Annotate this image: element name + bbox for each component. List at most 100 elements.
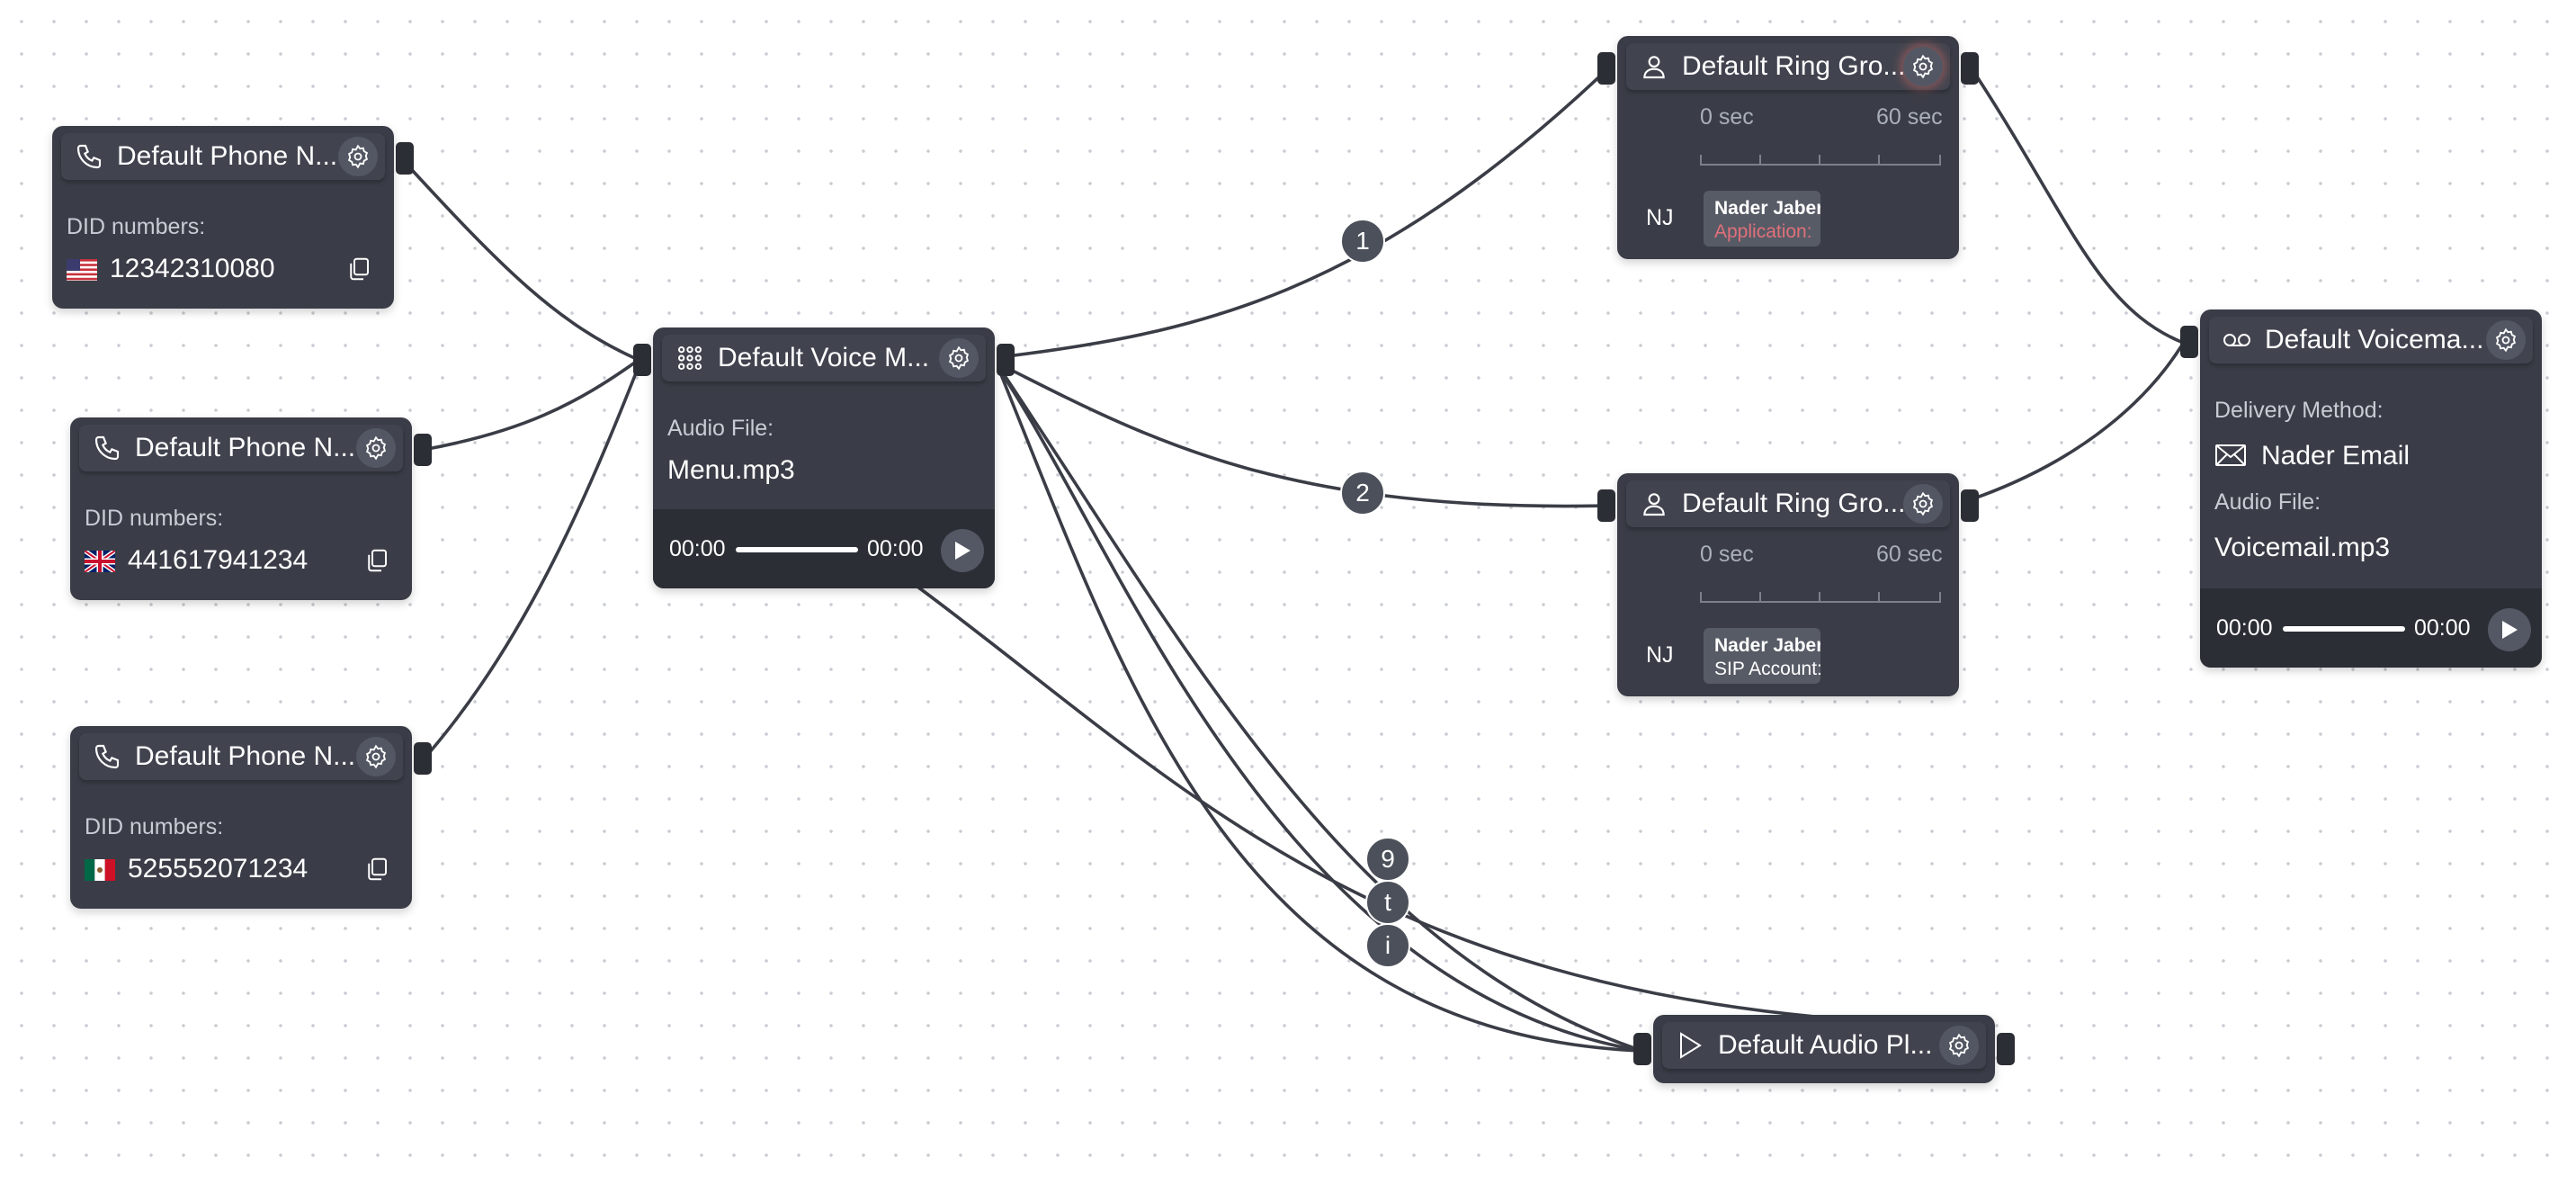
did-number: 441617941234	[128, 545, 309, 575]
audio-file-name: Voicemail.mp3	[2214, 533, 2391, 562]
node-header[interactable]: Default Audio Pl...	[1662, 1022, 1986, 1069]
audio-player: 00:00 00:00	[2200, 588, 2542, 668]
uk-flag-icon	[83, 548, 117, 575]
node-header[interactable]: Default Ring Gro...	[1626, 480, 1950, 527]
node-header[interactable]: Default Ring Gro...	[1626, 43, 1950, 90]
wire-menu-to-audio-9[interactable]	[998, 367, 1643, 1053]
node-title: Default Phone N...	[135, 433, 356, 462]
settings-gear-icon[interactable]	[338, 137, 378, 176]
input-port[interactable]	[633, 344, 651, 376]
node-header[interactable]: Default Phone N...	[79, 733, 403, 780]
timeline-tick	[1939, 592, 1941, 603]
phone-number-node-us[interactable]: Default Phone N... DID numbers: 12342310…	[52, 126, 414, 309]
input-port[interactable]	[1597, 52, 1615, 85]
copy-icon[interactable]	[363, 856, 390, 883]
edge-label-1[interactable]: 1	[1340, 219, 1385, 264]
timeline-axis	[1700, 601, 1941, 603]
node-header[interactable]: Default Voicema...	[2209, 317, 2533, 363]
phone-number-node-uk[interactable]: Default Phone N... DID numbers: 44161794…	[70, 417, 432, 600]
timeline-axis	[1700, 164, 1941, 166]
copy-icon[interactable]	[363, 547, 390, 574]
wire-menu-to-audio-i[interactable]	[998, 372, 1643, 1053]
node-title: Default Ring Gro...	[1682, 489, 1903, 518]
settings-gear-icon[interactable]	[356, 428, 396, 468]
timeline-tick	[1878, 155, 1880, 166]
edge-label-9[interactable]: 9	[1365, 837, 1410, 882]
settings-gear-icon[interactable]	[1903, 484, 1943, 524]
voicemail-node[interactable]: Default Voicema... Delivery Method: Nade…	[2180, 309, 2542, 668]
timeline-end-label: 60 sec	[1876, 542, 1943, 567]
timeline-start-label: 0 sec	[1700, 104, 1754, 130]
audio-file-label: Audio File:	[667, 416, 774, 441]
settings-gear-icon[interactable]	[939, 338, 979, 378]
output-port[interactable]	[414, 742, 432, 775]
play-outline-icon	[1675, 1030, 1705, 1061]
output-port[interactable]	[1997, 1033, 2015, 1065]
member-timeline-bar[interactable]: Nader Jaber SIP Account:	[1704, 628, 1820, 684]
output-port[interactable]	[997, 344, 1015, 376]
audio-player-node[interactable]: Default Audio Pl...	[1633, 1015, 2015, 1083]
node-title: Default Audio Pl...	[1718, 1030, 1933, 1060]
node-header[interactable]: Default Phone N...	[61, 133, 385, 180]
timeline-tick	[1939, 155, 1941, 166]
node-header[interactable]: Default Voice M...	[662, 335, 986, 381]
phone-number-node-mx[interactable]: Default Phone N... DID numbers: 52555207…	[70, 726, 432, 909]
voice-menu-node[interactable]: Default Voice M... Audio File: Menu.mp3 …	[633, 327, 1015, 588]
wire-ringgroup1-to-voicemail[interactable]	[1970, 67, 2182, 344]
phone-icon	[74, 141, 104, 172]
ring-group-node-2[interactable]: Default Ring Gro... 0 sec 60 sec NJ Nade…	[1597, 473, 1979, 696]
delivery-method-value: Nader Email	[2261, 441, 2411, 471]
wire-menu-to-audio-t[interactable]	[998, 370, 1643, 1053]
settings-gear-icon[interactable]	[2486, 320, 2526, 360]
wire-menu-to-ringgroup2[interactable]	[999, 363, 1609, 508]
member-endpoint: Application:	[1714, 221, 1812, 242]
node-title: Default Ring Gro...	[1682, 51, 1903, 81]
voicemail-icon	[2222, 325, 2252, 355]
timeline-end-label: 60 sec	[1876, 104, 1943, 130]
edge-label-2[interactable]: 2	[1340, 471, 1385, 516]
duration-time: 00:00	[2414, 615, 2471, 641]
did-label: DID numbers:	[67, 214, 206, 239]
seek-bar[interactable]	[736, 547, 858, 552]
timeline-tick	[1878, 592, 1880, 603]
mexico-flag-icon	[85, 859, 115, 881]
ring-group-node-1[interactable]: Default Ring Gro... 0 sec 60 sec NJ Nade…	[1597, 36, 1979, 259]
copy-icon[interactable]	[345, 256, 372, 283]
input-port[interactable]	[2180, 326, 2198, 358]
settings-gear-icon[interactable]	[1903, 47, 1943, 86]
settings-gear-icon[interactable]	[1939, 1026, 1979, 1065]
edge-label-t[interactable]: t	[1365, 880, 1410, 925]
member-initials: NJ	[1646, 205, 1674, 230]
output-port[interactable]	[396, 142, 414, 175]
settings-gear-icon[interactable]	[356, 737, 396, 776]
play-icon	[2502, 621, 2518, 639]
output-port[interactable]	[1961, 52, 1979, 85]
play-button[interactable]	[941, 529, 984, 572]
wire-menu-to-ringgroup1[interactable]	[999, 67, 1610, 359]
did-label: DID numbers:	[85, 506, 224, 531]
output-port[interactable]	[414, 434, 432, 466]
member-name: Nader Jaber	[1714, 635, 1820, 656]
node-header[interactable]: Default Phone N...	[79, 425, 403, 471]
member-timeline-bar[interactable]: Nader Jaber Application:	[1704, 191, 1820, 247]
input-port[interactable]	[1633, 1033, 1651, 1065]
wire-ringgroup2-to-voicemail[interactable]	[1971, 345, 2183, 501]
node-title: Default Voice M...	[718, 343, 930, 372]
seek-bar[interactable]	[2283, 626, 2405, 632]
current-time: 00:00	[2216, 615, 2273, 641]
input-port[interactable]	[1597, 489, 1615, 522]
wire-phone1-to-menu[interactable]	[401, 158, 640, 362]
wire-phone2-to-menu[interactable]	[422, 358, 640, 452]
wire-menu-to-audio-extra[interactable]	[916, 585, 1816, 1018]
timeline-tick	[1759, 592, 1761, 603]
timeline-tick	[1700, 155, 1702, 166]
wire-phone3-to-menu[interactable]	[421, 361, 642, 762]
play-button[interactable]	[2488, 608, 2531, 651]
output-port[interactable]	[1961, 489, 1979, 522]
duration-time: 00:00	[867, 536, 924, 561]
phone-icon	[92, 433, 122, 463]
member-name: Nader Jaber	[1714, 198, 1820, 219]
edge-label-i[interactable]: i	[1365, 923, 1410, 968]
